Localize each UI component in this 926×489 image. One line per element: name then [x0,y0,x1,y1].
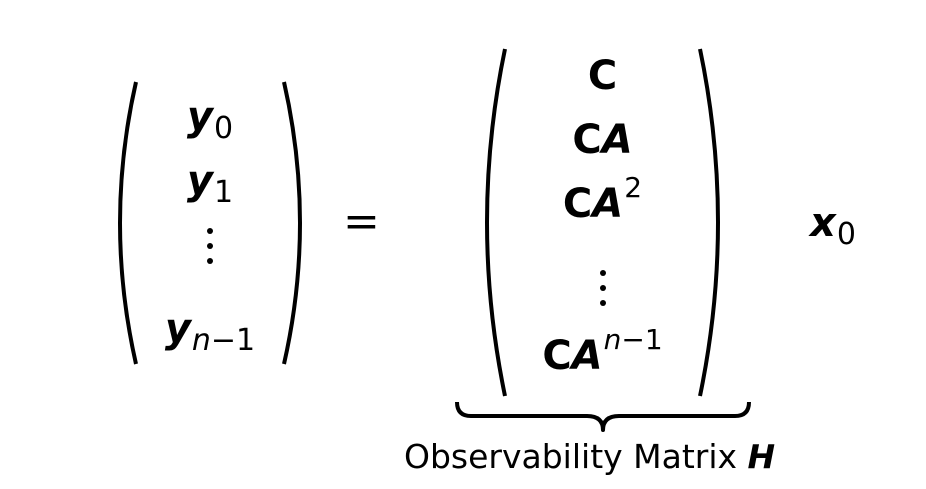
matrix-paren-open [465,45,509,400]
underbrace [455,400,751,438]
x-symbol: x [810,200,836,246]
h-symbol: H [747,437,776,476]
superscript-rest: −1 [621,323,663,356]
subscript: 1 [213,175,234,210]
a-symbol: A [601,117,633,163]
c-symbol: C [562,181,593,227]
vertical-dots [599,270,606,315]
vector-row-y0: y0 [100,94,320,146]
y-symbol: y [186,94,213,140]
left-paren-close [280,78,320,368]
c-symbol: C [587,53,618,99]
vertical-dots [207,228,213,273]
subscript: 0 [836,217,856,252]
matrix-row-ca2: CA2 [465,171,740,227]
observability-matrix: C CA CA2 CAn−1 [465,45,740,400]
c-symbol: C [572,117,602,163]
subscript-rest: −1 [210,323,256,358]
c-symbol: C [542,333,572,379]
a-symbol: A [592,181,624,227]
equals-sign: = [343,196,380,247]
subscript: 0 [213,111,234,146]
y-symbol: y [186,158,213,204]
superscript: 2 [624,171,643,204]
left-paren-open [100,78,140,368]
brace-label: Observability Matrix H [404,437,775,476]
output-vector: y0 y1 yn−1 [100,78,320,368]
y-symbol: y [164,306,191,352]
state-vector-x0: x0 [810,200,856,252]
vector-row-y-last: yn−1 [100,306,320,358]
vector-row-y1: y1 [100,158,320,210]
matrix-paren-close [696,45,740,400]
superscript-var: n [603,323,622,356]
matrix-row-c: C [465,53,740,99]
subscript-var: n [191,323,211,358]
matrix-row-ca: CA [465,117,740,163]
a-symbol: A [571,333,603,379]
matrix-row-ca-last: CAn−1 [465,323,740,379]
brace-label-text: Observability Matrix [404,437,738,476]
